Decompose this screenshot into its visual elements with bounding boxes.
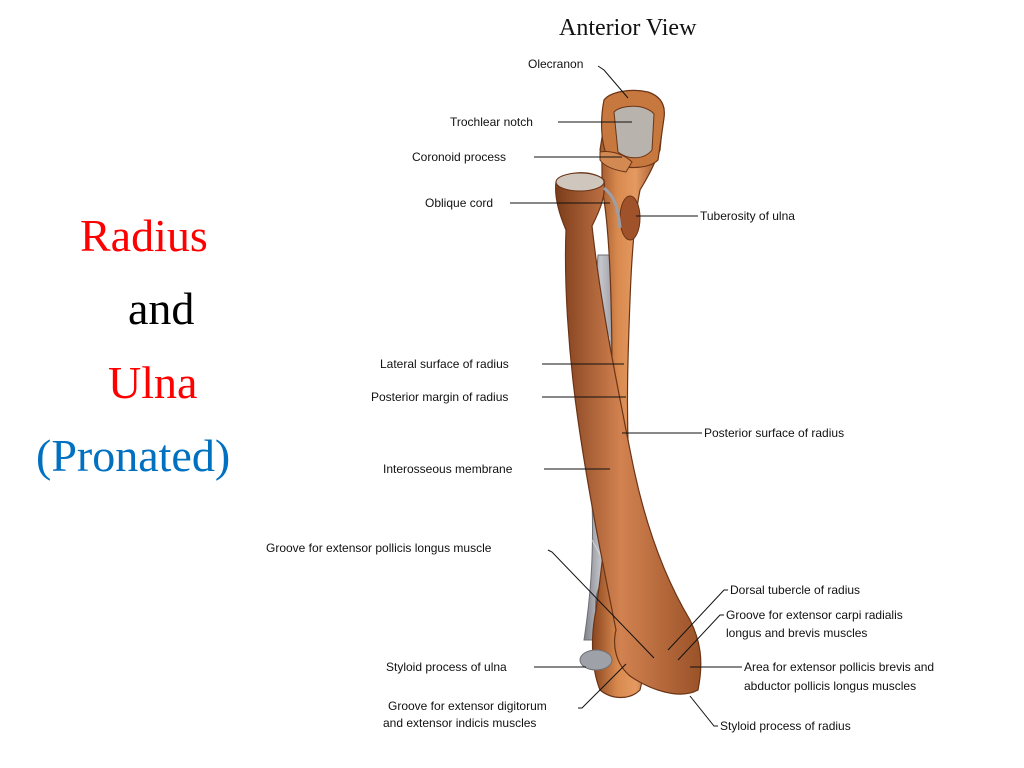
label-posterior-margin-of-radius: Posterior margin of radius <box>371 390 508 404</box>
label-groove-ecr-line2: longus and brevis muscles <box>726 626 867 640</box>
label-coronoid-process: Coronoid process <box>412 150 506 164</box>
slide-title-ulna: Ulna <box>108 357 198 408</box>
trochlear-notch-shape <box>613 105 655 159</box>
tuberosity-shape <box>619 195 641 241</box>
label-styloid-ulna: Styloid process of ulna <box>386 660 507 674</box>
radius-shape <box>555 172 702 695</box>
label-groove-ed-line2: and extensor indicis muscles <box>383 716 536 730</box>
label-styloid-radius: Styloid process of radius <box>720 719 851 733</box>
oblique-cord-shape <box>603 186 622 229</box>
label-lateral-surface-of-radius: Lateral surface of radius <box>380 357 509 371</box>
label-area-epb-line1: Area for extensor pollicis brevis and <box>744 660 934 674</box>
label-tuberosity-of-ulna: Tuberosity of ulna <box>700 209 795 223</box>
label-groove-ed-line1: Groove for extensor digitorum <box>388 699 547 713</box>
slide-title-and: and <box>128 283 195 334</box>
slide-title-pronated: (Pronated) <box>36 430 231 481</box>
label-groove-ecr-line1: Groove for extensor carpi radialis <box>726 608 903 622</box>
label-trochlear-notch: Trochlear notch <box>450 115 533 129</box>
label-groove-epl: Groove for extensor pollicis longus musc… <box>266 541 492 555</box>
label-interosseous-membrane: Interosseous membrane <box>383 462 513 476</box>
ulna-head-shape <box>579 649 613 671</box>
label-olecranon: Olecranon <box>528 57 583 71</box>
diagram-title: Anterior View <box>559 15 697 41</box>
leader-lines <box>510 65 742 727</box>
label-posterior-surface-of-radius: Posterior surface of radius <box>704 426 844 440</box>
label-dorsal-tubercle: Dorsal tubercle of radius <box>730 583 860 597</box>
radius-head-shape <box>555 172 605 192</box>
slide-title-radius: Radius <box>80 210 208 261</box>
label-oblique-cord: Oblique cord <box>425 196 493 210</box>
label-area-epb-line2: abductor pollicis longus muscles <box>744 679 916 693</box>
